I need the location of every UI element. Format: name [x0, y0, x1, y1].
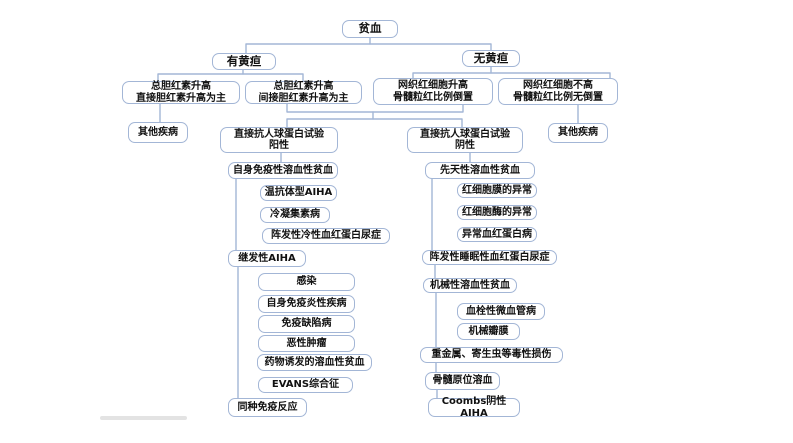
node-rbc-enzyme-abnormality: 红细胞酶的异常: [457, 205, 537, 220]
node-paroxysmal-cold-hemoglobinuria: 阵发性冷性血红蛋白尿症: [262, 228, 390, 244]
node-hemoglobinopathy: 异常血红蛋白病: [457, 227, 537, 242]
node-coombs-negative-aiha: Coombs阴性AIHA: [428, 396, 520, 419]
node-immunodeficiency: 免疫缺陷病: [258, 315, 355, 333]
connector-merge-bracket: [286, 103, 464, 113]
node-retic-high: 网织红细胞升高 骨髓粒红比例倒置: [373, 78, 493, 105]
node-drug-induced-ha: 药物诱发的溶血性贫血: [257, 354, 372, 371]
footer-gray-bar: [100, 416, 187, 420]
node-congenital-ha: 先天性溶血性贫血: [425, 162, 535, 179]
node-dat-negative: 直接抗人球蛋白试验 阴性: [407, 127, 523, 153]
node-evans-syndrome: EVANS综合征: [258, 377, 353, 393]
node-jaundice-yes: 有黄疸: [212, 53, 276, 70]
connector-reticulocyte-bracket: [412, 72, 611, 79]
node-autoimmune-ha: 自身免疫性溶血性贫血: [228, 162, 338, 179]
node-infection: 感染: [258, 273, 355, 291]
node-total-bili-direct: 总胆红素升高 直接胆红素升高为主: [122, 81, 240, 104]
node-other-disease-left: 其他疾病: [128, 122, 188, 143]
node-warm-antibody-aiha: 温抗体型AIHA: [260, 185, 337, 201]
connector-jaundice-bracket: [245, 43, 492, 54]
node-secondary-aiha: 继发性AIHA: [228, 250, 306, 267]
node-other-disease-right: 其他疾病: [548, 123, 608, 143]
node-retic-normal: 网织红细胞不高 骨髓粒红比例无倒置: [498, 78, 618, 105]
node-rbc-membrane-abnormality: 红细胞膜的异常: [457, 183, 537, 198]
node-pnh: 阵发性睡眠性血红蛋白尿症: [422, 250, 557, 265]
node-thrombotic-microangiopathy: 血栓性微血管病: [457, 303, 545, 320]
node-alloimmune-reaction: 同种免疫反应: [228, 398, 307, 417]
node-cold-agglutinin: 冷凝集素病: [260, 207, 330, 223]
node-anemia: 贫血: [342, 20, 398, 38]
node-autoimmune-inflammatory: 自身免疫炎性疾病: [258, 295, 355, 313]
connector-dat-split-bracket: [286, 118, 463, 128]
node-mechanical-valve: 机械瓣膜: [457, 323, 520, 340]
node-mechanical-ha: 机械性溶血性贫血: [423, 278, 517, 293]
node-total-bili-indirect: 总胆红素升高 间接胆红素升高为主: [245, 81, 362, 104]
node-malignant-tumor: 恶性肿瘤: [258, 335, 355, 352]
node-dat-positive: 直接抗人球蛋白试验 阳性: [220, 127, 338, 153]
node-toxic-injury: 重金属、寄生虫等毒性损伤: [420, 347, 563, 363]
connector-bilirubin-bracket: [157, 73, 304, 82]
node-marrow-in-situ-hemolysis: 骨髓原位溶血: [425, 372, 500, 390]
node-jaundice-no: 无黄疸: [462, 50, 520, 67]
